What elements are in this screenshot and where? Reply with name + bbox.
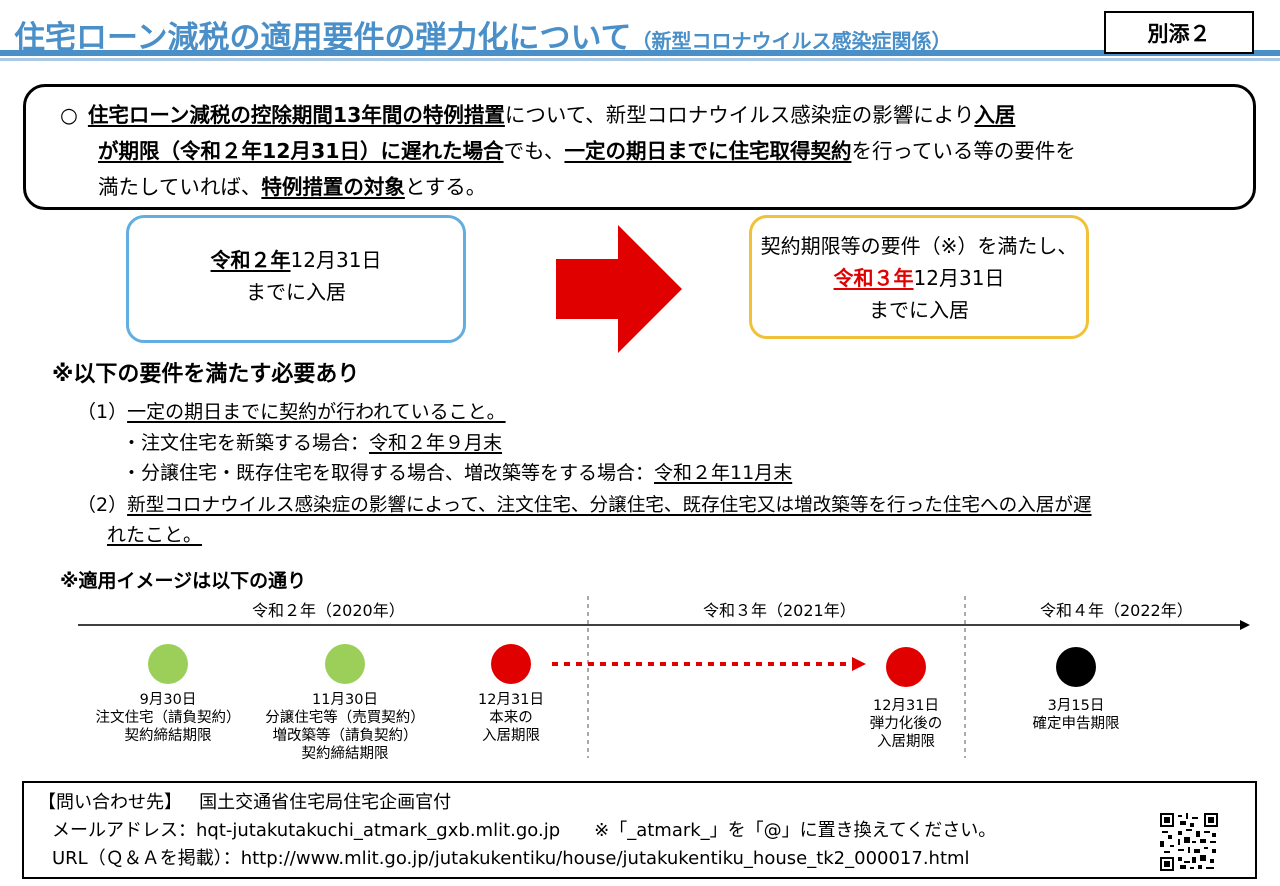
after-date: 12月31日 — [913, 266, 1005, 290]
url-label: URL（Ｑ＆Ａを掲載）： — [52, 848, 241, 869]
year-label-2021: 令和３年（2021年） — [703, 601, 856, 620]
summary-seg-6: 一定の期日までに住宅取得契約 — [564, 139, 852, 163]
title-bar: 住宅ローン減税の適用要件の弾力化について（新型コロナウイルス感染症関係） 別添２ — [0, 0, 1280, 64]
requirement-2-text-cont: れたこと。 — [107, 524, 203, 546]
attachment-label: 別添２ — [1104, 11, 1254, 54]
requirement-1-text: 一定の期日までに契約が行われていること。 — [127, 401, 506, 423]
before-era: 令和２年 — [210, 248, 291, 272]
event-desc: 契約締結期限 — [301, 746, 389, 762]
requirement-2-continued: れたこと。 — [107, 520, 202, 550]
event-label-mar15-2022: 3月15日 確定申告期限 — [1016, 697, 1136, 733]
before-date: 12月31日 — [290, 248, 382, 272]
mail-label: メールアドレス： — [52, 820, 196, 841]
before-box: 令和２年12月31日 までに入居 — [126, 215, 466, 343]
url-link[interactable]: http://www.mlit.go.jp/jutakukentiku/hous… — [240, 848, 970, 869]
after-move-in: までに入居 — [869, 298, 969, 322]
event-label-sep30: 9月30日 注文住宅（請負契約） 契約締結期限 — [88, 691, 248, 745]
summary-seg-10: とする。 — [404, 175, 487, 199]
event-desc: 分譲住宅等（売買契約） — [265, 710, 425, 726]
summary-seg-4: が期限（令和２年12月31日）に遅れた場合 — [98, 139, 504, 163]
summary-line-1: ○ 住宅ローン減税の控除期間13年間の特例措置について、新型コロナウイルス感染症の… — [60, 97, 1233, 133]
requirement-2: （2）新型コロナウイルス感染症の影響によって、注文住宅、分譲住宅、既存住宅又は増… — [77, 490, 1092, 521]
summary-line-3: 満たしていれば、特例措置の対象とする。 — [60, 169, 1233, 205]
contact-office: 国土交通省住宅局住宅企画官付 — [199, 792, 452, 813]
event-date: 11月30日 — [312, 692, 378, 708]
event-date: 12月31日 — [478, 692, 544, 708]
requirement-1b-deadline: 令和２年11月末 — [654, 462, 793, 484]
title-rule-light — [0, 58, 1280, 61]
summary-line-2: が期限（令和２年12月31日）に遅れた場合でも、一定の期日までに住宅取得契約を行… — [60, 133, 1233, 169]
requirement-1a: ・注文住宅を新築する場合：令和２年９月末 — [122, 428, 502, 458]
event-dot-nov30 — [325, 644, 365, 684]
requirement-1a-deadline: 令和２年９月末 — [369, 432, 503, 454]
event-desc: 増改築等（請負契約） — [272, 728, 418, 744]
event-dot-sep30 — [148, 644, 188, 684]
summary-seg-2: について、新型コロナウイルス感染症の影響により — [504, 103, 975, 127]
mail-note: ※「_atmark_」を「@」に置き換えてください。 — [594, 820, 997, 841]
after-condition: 契約期限等の要件（※）を満たし、 — [760, 234, 1078, 258]
summary-box: ○ 住宅ローン減税の控除期間13年間の特例措置について、新型コロナウイルス感染症の… — [23, 84, 1256, 210]
requirement-1: （1）一定の期日までに契約が行われていること。 — [77, 397, 506, 427]
event-desc: 弾力化後の — [869, 716, 943, 732]
summary-seg-1: 住宅ローン減税の控除期間13年間の特例措置 — [87, 103, 505, 127]
after-era: 令和３年 — [833, 266, 914, 290]
requirement-1b-text: ・分譲住宅・既存住宅を取得する場合、増改築等をする場合： — [122, 462, 655, 484]
summary-seg-7: を行っている等の要件を — [851, 139, 1076, 163]
year-label-2020: 令和２年（2020年） — [252, 601, 405, 620]
timeline-heading: ※適用イメージは以下の通り — [60, 570, 307, 592]
big-right-arrow-icon — [556, 225, 682, 353]
event-label-nov30: 11月30日 分譲住宅等（売買契約） 増改築等（請負契約） 契約締結期限 — [260, 691, 430, 763]
year-label-2022: 令和４年（2022年） — [1040, 601, 1193, 620]
event-label-dec31-2021: 12月31日 弾力化後の 入居期限 — [851, 697, 961, 751]
event-desc: 契約締結期限 — [124, 728, 212, 744]
extension-arrowhead-icon — [852, 657, 866, 671]
summary-seg-5: でも、 — [503, 139, 565, 163]
requirement-2-text: 新型コロナウイルス感染症の影響によって、注文住宅、分譲住宅、既存住宅又は増改築等… — [127, 495, 1092, 516]
requirement-1a-text: ・注文住宅を新築する場合： — [122, 432, 370, 454]
event-dot-mar15-2022 — [1056, 647, 1096, 687]
timeline-axis-arrowhead — [1240, 620, 1250, 630]
event-date: 9月30日 — [139, 692, 197, 708]
event-dot-dec31-2021 — [886, 647, 926, 687]
after-date-line: 令和３年12月31日 — [752, 262, 1086, 294]
requirement-1b: ・分譲住宅・既存住宅を取得する場合、増改築等をする場合：令和２年11月末 — [122, 458, 792, 488]
contact-mail-row: メールアドレス：hqt-jutakutakuchi_atmark_gxb.mli… — [38, 817, 1245, 845]
requirement-1-num: （1） — [77, 401, 128, 423]
before-date-line: 令和２年12月31日 — [129, 244, 463, 276]
event-desc: 入居期限 — [482, 728, 540, 744]
event-desc: 入居期限 — [877, 734, 935, 750]
contact-heading-row: 【問い合わせ先】 国土交通省住宅局住宅企画官付 — [38, 789, 1245, 817]
contact-url-row: URL（Ｑ＆Ａを掲載）：http://www.mlit.go.jp/jutaku… — [38, 845, 1245, 873]
event-desc: 確定申告期限 — [1032, 716, 1120, 732]
contact-box: 【問い合わせ先】 国土交通省住宅局住宅企画官付 メールアドレス：hqt-juta… — [22, 781, 1257, 879]
requirement-2-num: （2） — [77, 494, 128, 516]
event-label-dec31-2020: 12月31日 本来の 入居期限 — [461, 691, 561, 745]
contact-heading: 【問い合わせ先】 — [38, 792, 182, 813]
bullet-circle: ○ — [60, 103, 78, 127]
summary-seg-8: 満たしていれば、 — [98, 175, 262, 199]
event-date: 3月15日 — [1047, 698, 1105, 714]
qr-code-icon[interactable] — [1160, 813, 1218, 871]
title-rule — [0, 50, 1280, 56]
event-date: 12月31日 — [873, 698, 939, 714]
before-move-in: までに入居 — [246, 280, 346, 304]
requirements-heading: ※以下の要件を満たす必要あり — [52, 362, 360, 387]
timeline-graphic — [78, 596, 1250, 758]
event-dot-dec31-2020 — [491, 644, 531, 684]
event-desc: 本来の — [489, 710, 533, 726]
event-desc: 注文住宅（請負契約） — [95, 710, 241, 726]
after-box: 契約期限等の要件（※）を満たし、 令和３年12月31日 までに入居 — [749, 215, 1089, 339]
summary-seg-9: 特例措置の対象 — [261, 175, 405, 199]
mail-address[interactable]: hqt-jutakutakuchi_atmark_gxb.mlit.go.jp — [196, 820, 561, 841]
summary-seg-3: 入居 — [974, 103, 1016, 127]
title-sub: （新型コロナウイルス感染症関係） — [631, 29, 952, 53]
